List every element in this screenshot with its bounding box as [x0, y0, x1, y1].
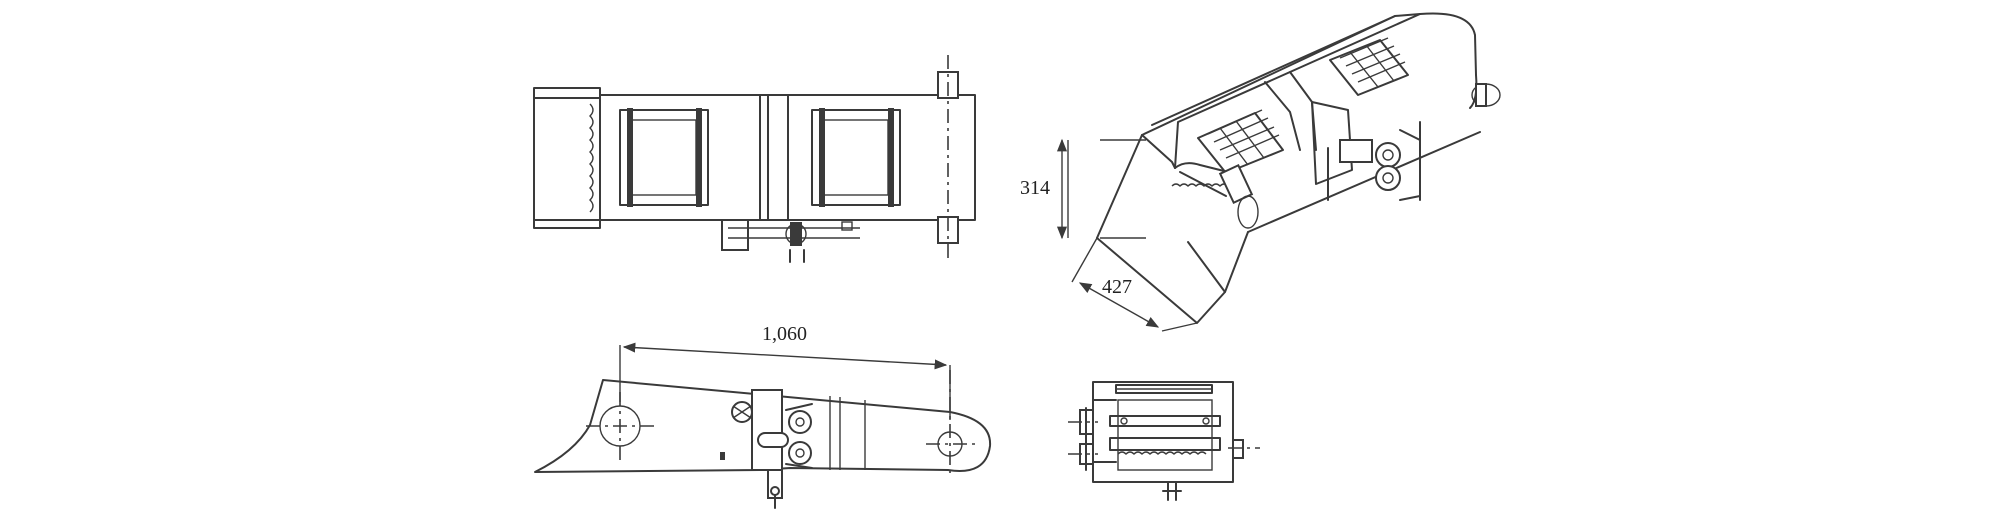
height-dimension-label: 314 [1020, 177, 1050, 199]
side-view: 1,060 [534, 323, 992, 509]
top-view [533, 55, 976, 263]
length-dimension-label: 1,060 [762, 323, 807, 345]
isometric-view: 314 427 [1020, 12, 1501, 332]
width-dimension-label: 427 [1102, 276, 1132, 298]
end-view [1068, 381, 1260, 501]
